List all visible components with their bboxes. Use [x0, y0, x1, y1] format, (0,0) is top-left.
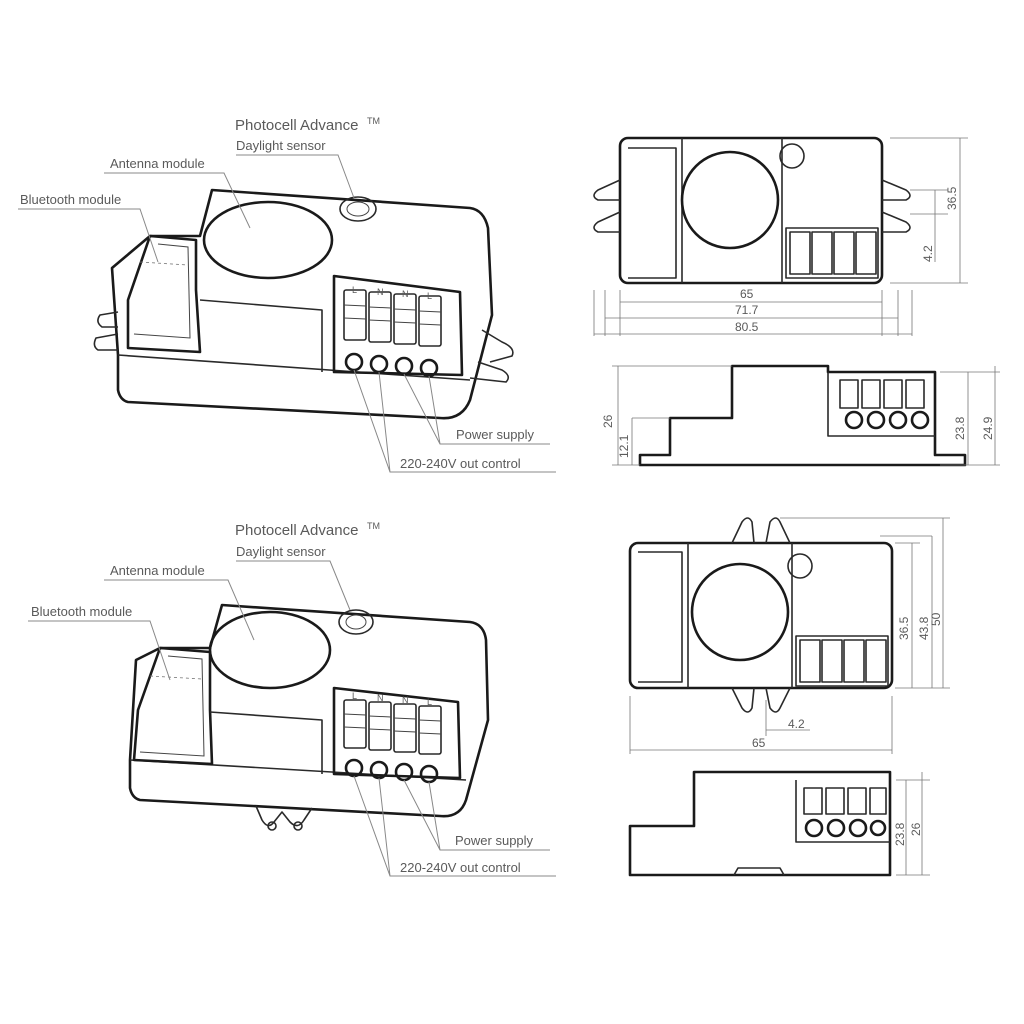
terminal-label: N: [402, 289, 409, 299]
dim-height: 50: [929, 612, 943, 626]
bottom-side-view: 23.8 26: [628, 770, 930, 877]
dim-width: 65: [740, 287, 754, 301]
dim-width: 4.2: [788, 717, 805, 731]
photocell-label: Photocell Advance: [235, 522, 358, 539]
dim-height: 26: [909, 822, 923, 836]
out-control-label: 220-240V out control: [400, 860, 521, 875]
dim-height: 36.5: [897, 616, 911, 640]
terminal-label: N: [377, 693, 384, 703]
bluetooth-module-label: Bluetooth module: [31, 604, 132, 619]
power-supply-label: Power supply: [455, 833, 534, 848]
daylight-sensor-label: Daylight sensor: [236, 138, 326, 153]
dim-height: 43.8: [917, 616, 931, 640]
top-isometric-view: L N N L Photocell Advance TM Daylight se…: [18, 116, 556, 473]
dim-height: 4.2: [921, 245, 935, 262]
terminal-label: L: [352, 285, 357, 295]
dim-height: 12.1: [617, 434, 631, 458]
terminal-label: L: [427, 697, 432, 707]
bottom-isometric-view: L N N L Photocell Advance TM Daylight se…: [28, 521, 556, 877]
trademark: TM: [367, 521, 380, 531]
top-side-view: 26 12.1 23.8 24.9: [601, 364, 1000, 467]
dim-height: 26: [601, 414, 615, 428]
dim-height: 36.5: [945, 186, 959, 210]
dim-width: 71.7: [735, 303, 759, 317]
dim-height: 23.8: [953, 416, 967, 440]
daylight-sensor-label: Daylight sensor: [236, 544, 326, 559]
bottom-plan-view: 36.5 43.8 50 4.2 65: [628, 517, 950, 754]
trademark: TM: [367, 116, 380, 126]
dim-width: 80.5: [735, 320, 759, 334]
out-control-label: 220-240V out control: [400, 456, 521, 471]
antenna-module-label: Antenna module: [110, 563, 205, 578]
dim-height: 23.8: [893, 822, 907, 846]
terminal-label: L: [352, 691, 357, 701]
photocell-label: Photocell Advance: [235, 117, 358, 134]
dim-height: 24.9: [981, 416, 995, 440]
terminal-label: N: [402, 695, 409, 705]
bluetooth-module-label: Bluetooth module: [20, 192, 121, 207]
terminal-label: L: [427, 291, 432, 301]
top-plan-view: 65 71.7 80.5 36.5 4.2: [593, 136, 968, 336]
antenna-module-label: Antenna module: [110, 156, 205, 171]
power-supply-label: Power supply: [456, 427, 535, 442]
dim-width: 65: [752, 736, 766, 750]
terminal-label: N: [377, 287, 384, 297]
